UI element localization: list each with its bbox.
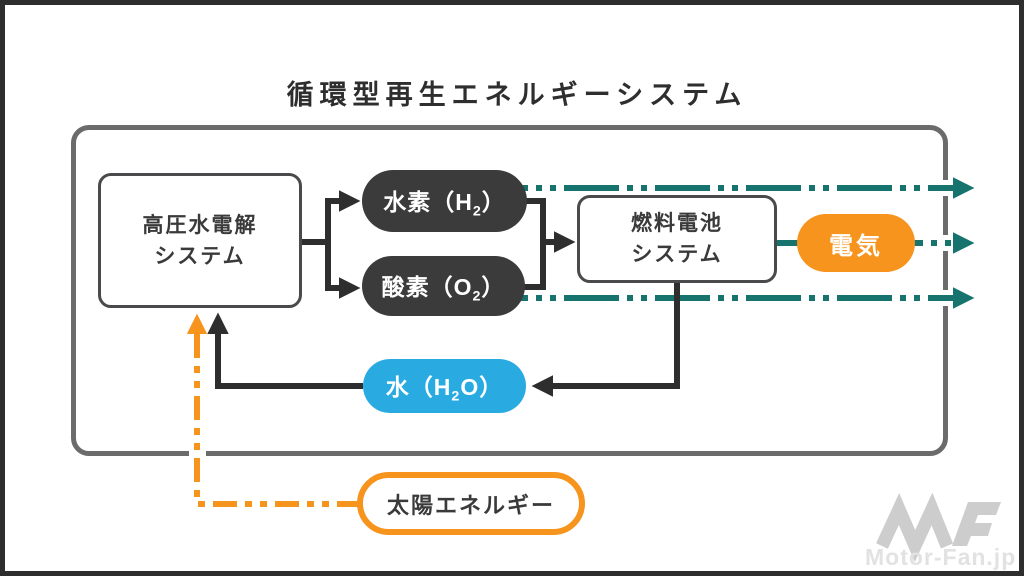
solar-energy-node: 太陽エネルギー <box>357 472 585 535</box>
electricity-label: 電気 <box>829 232 883 260</box>
fuel-cell-label-line2: システム <box>631 243 723 266</box>
water-node: 水（H2O） <box>363 359 526 413</box>
water-label: 水（H2O） <box>385 373 504 405</box>
frame-gap <box>189 448 206 463</box>
oxygen-node: 酸素（O2） <box>362 256 525 316</box>
frame-gap <box>940 180 956 196</box>
electricity-node: 電気 <box>797 214 915 272</box>
hydrogen-label: 水素（H2） <box>383 188 506 220</box>
electrolysis-label-line1: 高圧水電解 <box>142 213 258 237</box>
watermark-text: Motor-Fan.jp <box>865 544 1017 570</box>
solar-label: 太陽エネルギー <box>386 492 555 518</box>
motor-fan-logo <box>876 492 1001 562</box>
frame-gap <box>940 290 956 306</box>
fuel-cell-system-box: 燃料電池 システム <box>577 195 777 283</box>
oxygen-label: 酸素（O2） <box>381 273 506 305</box>
electrolysis-label: 高圧水電解 システム <box>143 210 258 272</box>
electrolysis-system-box: 高圧水電解 システム <box>98 173 302 308</box>
diagram-title: 循環型再生エネルギーシステム <box>286 80 748 110</box>
fuel-cell-label: 燃料電池 システム <box>631 208 723 270</box>
hydrogen-node: 水素（H2） <box>362 170 527 232</box>
frame-gap <box>940 235 956 251</box>
electrolysis-label-line2: システム <box>154 244 246 268</box>
fuel-cell-label-line1: 燃料電池 <box>631 212 723 235</box>
